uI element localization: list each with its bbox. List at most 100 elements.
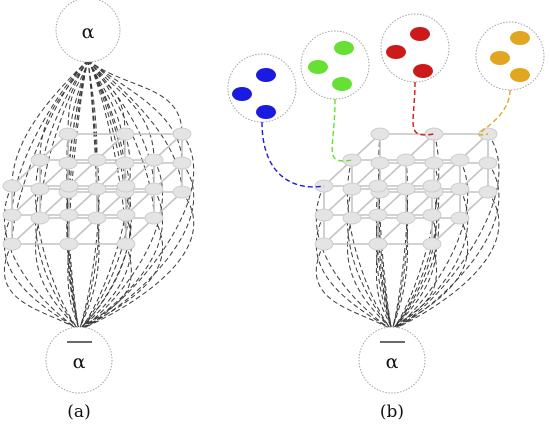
sink-link — [391, 191, 440, 331]
label-blob — [490, 51, 510, 65]
pixel-node — [368, 237, 388, 251]
pixel-node — [422, 237, 442, 251]
label-blob — [256, 68, 276, 82]
sink-link — [78, 188, 163, 331]
sink-link — [315, 185, 393, 331]
pixel-node — [144, 211, 164, 225]
pixel-node — [115, 156, 135, 170]
pixel-node — [87, 211, 107, 225]
source-link — [67, 59, 89, 193]
sink-link — [4, 243, 80, 331]
sink-link — [391, 217, 468, 331]
sink-link — [391, 162, 500, 331]
pixel-node — [30, 153, 50, 167]
sink-link — [316, 243, 393, 331]
label-blob — [232, 87, 252, 101]
pixel-node — [2, 179, 22, 193]
label-blob — [413, 64, 433, 78]
label-bubble — [380, 13, 450, 83]
source-link — [87, 59, 126, 193]
label-blob — [510, 68, 530, 82]
label-bubble — [475, 21, 545, 91]
label-bubble — [227, 53, 297, 123]
sink-link — [391, 243, 438, 331]
pixel-node — [116, 179, 136, 193]
sink-link — [66, 162, 80, 331]
panel-a-grid-nodes — [2, 127, 192, 251]
sink-link — [391, 217, 409, 331]
pixel-node — [87, 182, 107, 196]
sink-link — [375, 214, 393, 331]
sink-link — [391, 133, 500, 331]
label-blob — [256, 105, 276, 119]
pixel-node — [370, 127, 390, 141]
label-connector — [412, 81, 435, 136]
label-blob — [410, 27, 430, 41]
sink-link — [4, 185, 80, 331]
pixel-node — [450, 182, 470, 196]
source-link — [39, 59, 89, 161]
sink-label: α — [73, 351, 86, 373]
pixel-node — [368, 179, 388, 193]
pixel-node — [314, 237, 334, 251]
pixel-node — [172, 156, 192, 170]
pixel-node — [144, 182, 164, 196]
pixel-node — [424, 127, 444, 141]
sink-link — [78, 162, 195, 331]
pixel-node — [2, 237, 22, 251]
sink-link — [78, 162, 131, 331]
source-link — [87, 59, 183, 164]
source-terminal: α — [55, 0, 121, 63]
pixel-node — [59, 237, 79, 251]
pixel-node — [30, 182, 50, 196]
sink-link — [78, 191, 195, 331]
pixel-node — [450, 153, 470, 167]
sink-link — [35, 217, 80, 331]
pixel-node — [58, 127, 78, 141]
sink-link — [347, 188, 393, 331]
label-blob — [386, 45, 406, 59]
pixel-node — [115, 127, 135, 141]
pixel-node — [424, 156, 444, 170]
pixel-node — [396, 182, 416, 196]
pixel-node — [59, 179, 79, 193]
sink-link — [78, 243, 132, 331]
source-link — [87, 59, 155, 161]
sink-link — [391, 188, 468, 331]
sink-link — [391, 185, 437, 331]
source-link — [11, 59, 89, 245]
panel-a-caption: (a) — [67, 402, 90, 422]
source-link — [11, 59, 89, 216]
pixel-node — [396, 153, 416, 167]
pixel-node — [370, 156, 390, 170]
sink-link — [391, 191, 500, 331]
label-blob — [510, 31, 530, 45]
pixel-node — [422, 208, 442, 222]
pixel-node — [342, 211, 362, 225]
pixel-node — [2, 208, 22, 222]
panel-b: α (b) — [227, 13, 545, 422]
pixel-node — [59, 208, 79, 222]
sink-link — [346, 217, 393, 331]
label-bubbles — [227, 13, 545, 188]
pixel-node — [422, 179, 442, 193]
source-link — [11, 59, 89, 187]
pixel-node — [144, 153, 164, 167]
pixel-node — [450, 211, 470, 225]
sink-link — [391, 214, 438, 331]
source-link — [87, 59, 155, 190]
sink-link — [78, 133, 195, 331]
label-connector — [261, 121, 325, 188]
panel-a: α α (a) — [2, 0, 195, 422]
pixel-node — [30, 211, 50, 225]
pixel-node — [172, 127, 192, 141]
sink-label-b: α — [386, 351, 399, 373]
label-connector — [478, 89, 511, 136]
sink-node-b — [358, 326, 426, 394]
label-connector — [331, 98, 353, 162]
source-link — [87, 59, 183, 193]
source-link — [87, 59, 127, 216]
panel-b-caption: (b) — [380, 402, 404, 422]
sink-link — [78, 217, 100, 331]
